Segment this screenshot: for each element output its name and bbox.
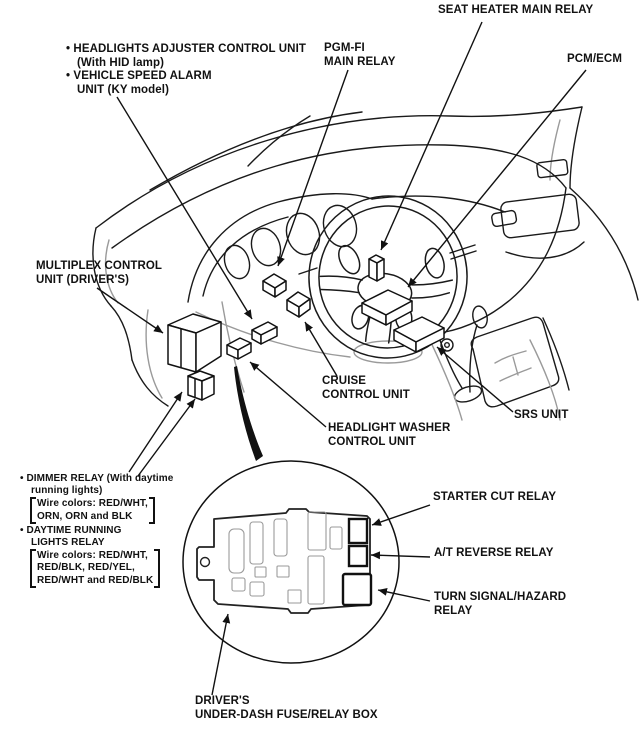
srs-unit-box — [393, 316, 445, 353]
pgm-fi-relay-box — [262, 273, 287, 298]
cruise-unit-box — [286, 291, 311, 318]
leader-fuse-box — [211, 613, 231, 696]
label-line: PCM/ECM — [567, 53, 623, 65]
label-line: LIGHTS RELAY — [31, 536, 105, 548]
label-line: • VEHICLE SPEED ALARM — [66, 70, 212, 83]
label-pgm-fi-main-relay: PGM-FI MAIN RELAY — [324, 42, 396, 69]
label-line: Wire colors: RED/WHT, — [37, 498, 148, 510]
label-line: MAIN RELAY — [324, 55, 396, 68]
label-starter-cut-relay: STARTER CUT RELAY — [433, 491, 556, 505]
label-turn-signal-hazard-relay: TURN SIGNAL/HAZARD RELAY — [434, 591, 566, 618]
label-line: SEAT HEATER MAIN RELAY — [438, 4, 594, 16]
leader-multiplex — [96, 287, 164, 334]
starter-cut-relay-box — [347, 517, 369, 545]
label-multiplex-control-unit: MULTIPLEX CONTROL UNIT (DRIVER'S) — [36, 260, 162, 287]
label-line: UNDER-DASH FUSE/RELAY BOX — [195, 708, 378, 721]
label-line: PGM-FI — [324, 42, 365, 54]
label-line: • HEADLIGHTS ADJUSTER CONTROL UNIT — [66, 43, 306, 55]
label-line: ORN, ORN and BLK — [37, 510, 133, 522]
label-line: DRIVER'S — [195, 695, 250, 707]
multiplex-unit-box — [167, 313, 222, 373]
leader-lines — [96, 21, 587, 696]
label-cruise-control-unit: CRUISE CONTROL UNIT — [322, 375, 410, 402]
fuse-box-pointer — [234, 366, 263, 461]
leader-dimmer-2 — [137, 398, 196, 477]
label-line: UNIT (KY model) — [77, 83, 170, 96]
leader-cruise — [304, 321, 338, 377]
seat-heater-relay-box — [368, 254, 385, 282]
leader-at-reverse — [370, 551, 431, 560]
label-line: CONTROL UNIT — [328, 435, 416, 448]
relay-boxes — [167, 254, 445, 401]
wire-colors-note: Wire colors: RED/WHT, ORN, ORN and BLK — [30, 497, 155, 525]
label-line: RED/BLK, RED/YEL, — [37, 562, 135, 574]
leader-starter-cut — [371, 504, 431, 526]
label-line: (With HID lamp) — [77, 56, 164, 69]
dash-body — [92, 106, 639, 421]
label-line: MULTIPLEX CONTROL — [36, 260, 163, 272]
label-at-reverse-relay: A/T REVERSE RELAY — [434, 547, 554, 561]
label-srs-unit: SRS UNIT — [514, 409, 568, 423]
fuse-box-detail — [182, 460, 400, 664]
label-line: CRUISE — [322, 375, 367, 387]
turn-signal-hazard-relay-box — [341, 572, 373, 607]
leader-dimmer-1 — [128, 391, 183, 473]
highlighted-relays — [341, 517, 373, 607]
leader-headlights-adjuster — [116, 96, 253, 320]
pcm-ecm-box — [361, 289, 413, 326]
leader-pgm-fi — [277, 69, 349, 267]
label-line: running lights) — [31, 485, 103, 497]
label-line: SRS UNIT — [514, 409, 569, 421]
dimmer-relay-box — [187, 370, 215, 401]
label-line: • DIMMER RELAY (With daytime — [20, 473, 174, 484]
detail-circle — [182, 460, 400, 664]
adjuster-alarm-unit-box — [251, 321, 278, 345]
headlight-washer-unit-box — [226, 337, 252, 360]
label-line: RED/WHT and RED/BLK — [37, 574, 154, 586]
leader-pcm-ecm — [407, 69, 587, 288]
label-line: RELAY — [434, 604, 473, 617]
label-line: CONTROL UNIT — [322, 388, 410, 401]
leader-seat-heater — [380, 21, 483, 251]
leader-headlight-washer — [249, 361, 327, 428]
label-line: STARTER CUT RELAY — [433, 491, 557, 503]
leader-turn-signal — [377, 587, 431, 602]
fuse-slots — [228, 511, 343, 605]
leader-srs — [436, 346, 514, 413]
label-pcm-ecm: PCM/ECM — [567, 53, 622, 67]
label-headlights-adjuster: • HEADLIGHTS ADJUSTER CONTROL UNIT (With… — [66, 43, 306, 97]
label-line: • DAYTIME RUNNING — [20, 524, 122, 536]
label-line: A/T REVERSE RELAY — [434, 547, 554, 559]
label-dimmer-daytime-block: • DIMMER RELAY (With daytime running lig… — [20, 473, 173, 589]
fuse-box-outline — [196, 508, 371, 614]
label-line: HEADLIGHT WASHER — [328, 422, 451, 434]
wire-colors-note: Wire colors: RED/WHT, RED/BLK, RED/YEL, … — [30, 549, 161, 588]
label-line: Wire colors: RED/WHT, — [37, 550, 148, 562]
label-line: TURN SIGNAL/HAZARD — [434, 591, 567, 603]
label-under-dash-fuse-relay-box: DRIVER'S UNDER-DASH FUSE/RELAY BOX — [195, 695, 378, 722]
label-line: UNIT (DRIVER'S) — [36, 273, 130, 286]
label-headlight-washer-control-unit: HEADLIGHT WASHER CONTROL UNIT — [328, 422, 450, 449]
at-reverse-relay-box — [347, 544, 369, 568]
label-seat-heater-main-relay: SEAT HEATER MAIN RELAY — [438, 4, 593, 18]
